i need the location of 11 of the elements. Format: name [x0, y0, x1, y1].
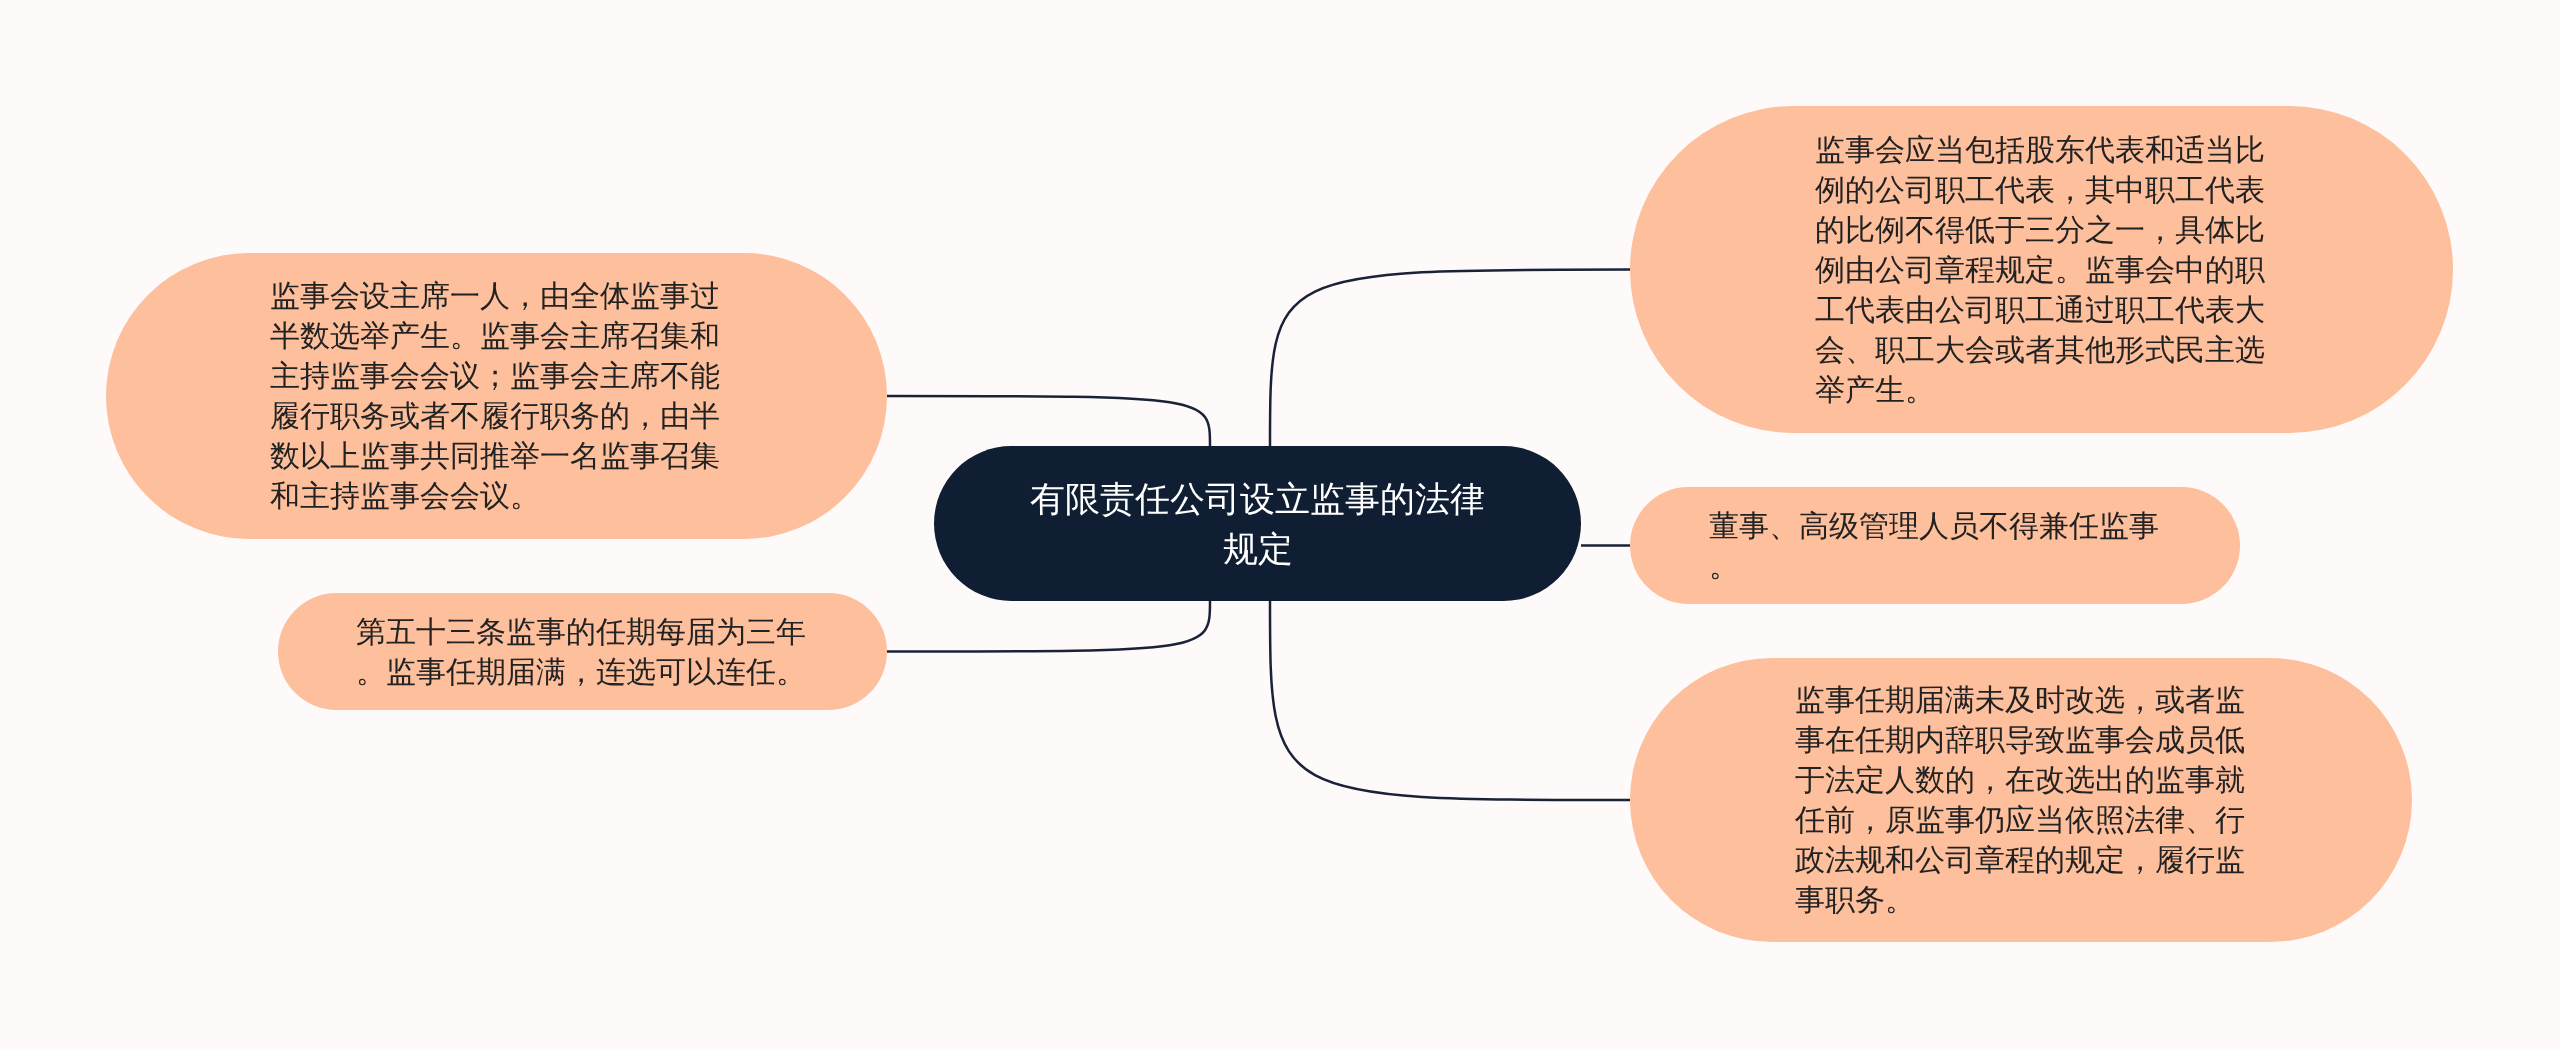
topic-text: 监事会设主席一人，由全体监事过半数选举产生。监事会主席召集和主持监事会会议；监事会主席不能履行职务或者不履行职务的，由半数以上监事共同推举一名监事召集和主持监事会会议。 — [270, 277, 721, 515]
topic-text: 第五十三条监事的任期每届为三年。监事任期届满，连选可以连任。 — [356, 612, 807, 691]
connector-line — [1268, 268, 1630, 446]
connector-line — [1268, 601, 1630, 802]
topic-text: 监事会应当包括股东代表和适当比例的公司职工代表，其中职工代表的比例不得低于三分之一，具体比例由公司章程规定。监事会中的职工代表由公司职工通过职工代表大会、职工大会或者其他形式民主选举产生。 — [1815, 130, 2266, 409]
connector-line — [1581, 544, 1630, 547]
topic-text: 董事、高级管理人员不得兼任监事。 — [1708, 506, 2160, 585]
connector-line — [887, 600, 1212, 653]
topic-text: 有限责任公司设立监事的法律规定 — [1029, 477, 1486, 571]
connector-line — [887, 394, 1212, 447]
topic-text: 监事任期届满未及时改选，或者监事在任期内辞职导致监事会成员低于法定人数的，在改选出的监事就任前，原监事仍应当依照法律、行政法规和公司章程的规定，履行监事职务。 — [1794, 681, 2246, 919]
